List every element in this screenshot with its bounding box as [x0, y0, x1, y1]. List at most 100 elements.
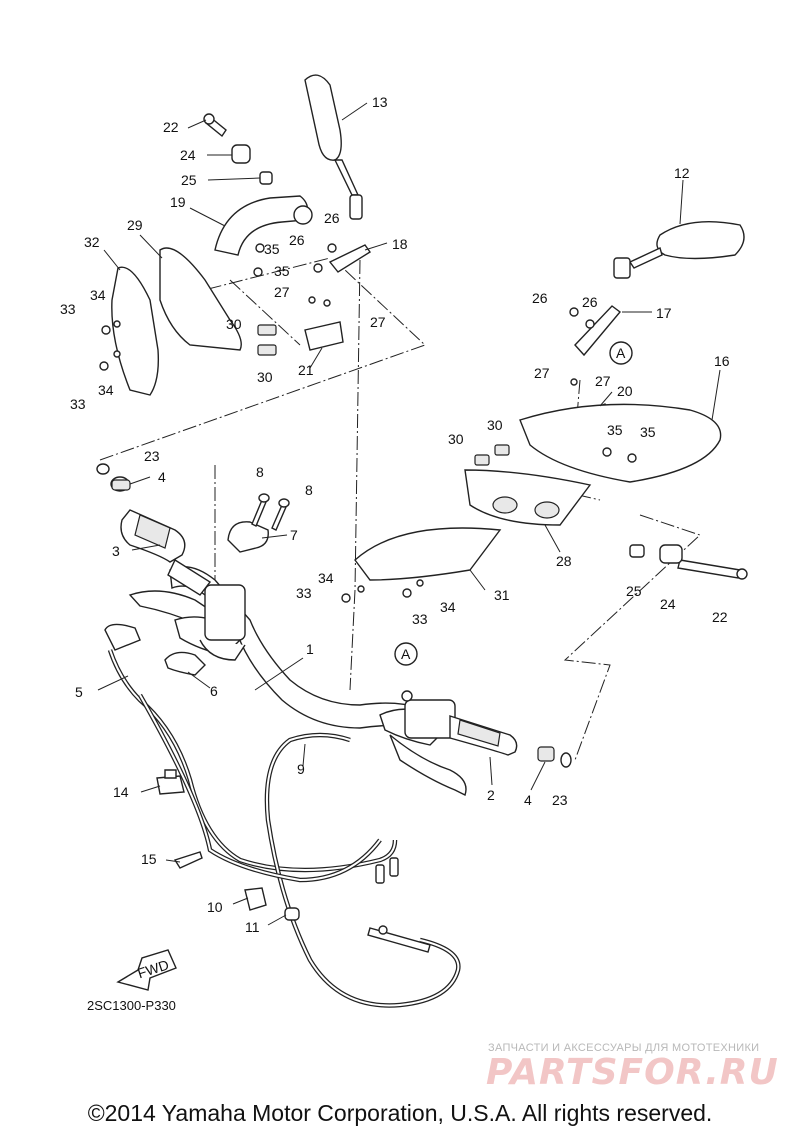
band-15[interactable]: [173, 851, 203, 869]
label-26-a: 26: [324, 210, 340, 226]
copyright-notice: ©2014 Yamaha Motor Corporation, U.S.A. A…: [87, 1100, 713, 1126]
guard-bracket-19[interactable]: [214, 195, 313, 256]
mirror-right-12[interactable]: [613, 221, 745, 279]
collar-24-right[interactable]: [659, 544, 683, 564]
right-grip-end[interactable]: [537, 746, 555, 762]
watermark-tagline: ЗАПЧАСТИ И АКСЕССУАРЫ ДЛЯ МОТОТЕХНИКИ: [488, 1042, 760, 1054]
knuckle-guard-cover-31[interactable]: [354, 527, 502, 581]
label-25-right: 25: [626, 583, 642, 599]
part-labels: 1 2 3 4 4 5 6 7 8 8 9 10 11 12 13 14 15 …: [60, 94, 730, 1013]
label-19: 19: [170, 194, 186, 210]
label-2: 2: [487, 787, 495, 803]
washer-23-left[interactable]: [96, 463, 110, 475]
washer-23-right[interactable]: [560, 752, 572, 768]
label-11: 11: [245, 919, 260, 935]
label-22-right: 22: [712, 609, 728, 625]
label-13: 13: [372, 94, 388, 110]
bracket-21[interactable]: [304, 321, 344, 351]
left-grip-end[interactable]: [110, 476, 131, 492]
label-26-c: 26: [532, 290, 548, 306]
bolt-8-a[interactable]: [251, 493, 270, 527]
diagram-code: 2SC1300-P330: [87, 998, 176, 1013]
clamp-6[interactable]: [164, 651, 206, 676]
knuckle-guard-cover-32[interactable]: [111, 266, 160, 396]
label-32: 32: [84, 234, 100, 250]
label-35-d: 35: [640, 424, 656, 440]
holder-10[interactable]: [244, 887, 267, 911]
label-20: 20: [617, 383, 633, 399]
label-33-a: 33: [60, 301, 76, 317]
label-30-a: 30: [226, 316, 242, 332]
label-35-a: 35: [264, 241, 280, 257]
label-29: 29: [127, 217, 143, 233]
throttle-cable-9[interactable]: [138, 693, 461, 1008]
label-3: 3: [112, 543, 120, 559]
left-grip[interactable]: [120, 509, 212, 596]
stay-18[interactable]: [328, 244, 372, 273]
label-12: 12: [674, 165, 690, 181]
label-30-d: 30: [487, 417, 503, 433]
bolt-22-top[interactable]: [203, 113, 227, 138]
holder-7[interactable]: [227, 521, 269, 553]
label-33-b: 33: [70, 396, 86, 412]
label-14: 14: [113, 784, 129, 800]
label-34-b: 34: [98, 382, 114, 398]
label-24-top: 24: [180, 147, 196, 163]
knuckle-guard-right-16[interactable]: [519, 403, 722, 483]
knuckle-guard-panel-28[interactable]: [464, 469, 592, 526]
label-26-d: 26: [582, 294, 598, 310]
label-1: 1: [306, 641, 314, 657]
label-23-left: 23: [144, 448, 160, 464]
label-30-b: 30: [257, 369, 273, 385]
knuckle-guard-left-29[interactable]: [159, 247, 242, 351]
ref-marker-a-top: [609, 341, 633, 365]
collar-24-top[interactable]: [231, 144, 251, 164]
damper-30-right[interactable]: [474, 444, 510, 466]
label-27-b: 27: [370, 314, 386, 330]
mirror-left-13[interactable]: [304, 74, 363, 220]
label-30-c: 30: [448, 431, 464, 447]
right-grip[interactable]: [449, 715, 518, 756]
bolt-22-right[interactable]: [677, 559, 748, 580]
label-28: 28: [556, 553, 572, 569]
left-clutch-lever-assembly[interactable]: [128, 584, 246, 661]
stay-17[interactable]: [574, 305, 622, 357]
right-lever-assembly[interactable]: [379, 690, 467, 796]
ref-marker-a-bottom: [394, 642, 418, 666]
label-27-d: 27: [595, 373, 611, 389]
label-4-right: 4: [524, 792, 532, 808]
cable-end-fittings[interactable]: [367, 857, 431, 953]
collar-25-right[interactable]: [629, 544, 645, 558]
label-35-b: 35: [274, 263, 290, 279]
bolt-8-b[interactable]: [271, 498, 290, 531]
label-25-top: 25: [181, 172, 197, 188]
cable-guide-14[interactable]: [156, 769, 185, 795]
collar-25-top[interactable]: [259, 171, 273, 185]
label-34-d: 34: [440, 599, 456, 615]
label-35-c: 35: [607, 422, 623, 438]
ref-marker-a-bottom-label: A: [401, 646, 411, 662]
clutch-cable-5[interactable]: [104, 623, 398, 873]
ref-marker-a-top-label: A: [616, 345, 626, 361]
label-33-c: 33: [296, 585, 312, 601]
watermark-logo: PARTSFOR.RU: [486, 1052, 779, 1093]
label-7: 7: [290, 527, 298, 543]
leader-lines: [97, 102, 721, 926]
fwd-arrow-icon: [116, 949, 177, 991]
label-18: 18: [392, 236, 408, 252]
label-33-d: 33: [412, 611, 428, 627]
label-22-top: 22: [163, 119, 179, 135]
label-27-a: 27: [274, 284, 290, 300]
label-6: 6: [210, 683, 218, 699]
label-34-c: 34: [318, 570, 334, 586]
label-8-a: 8: [256, 464, 264, 480]
label-9: 9: [297, 761, 305, 777]
label-31: 31: [494, 587, 510, 603]
hardware-bolts-nuts[interactable]: [99, 243, 637, 603]
label-16: 16: [714, 353, 730, 369]
bolt-11[interactable]: [284, 907, 300, 921]
damper-30-left[interactable]: [257, 324, 277, 356]
label-34-a: 34: [90, 287, 106, 303]
label-23-right: 23: [552, 792, 568, 808]
